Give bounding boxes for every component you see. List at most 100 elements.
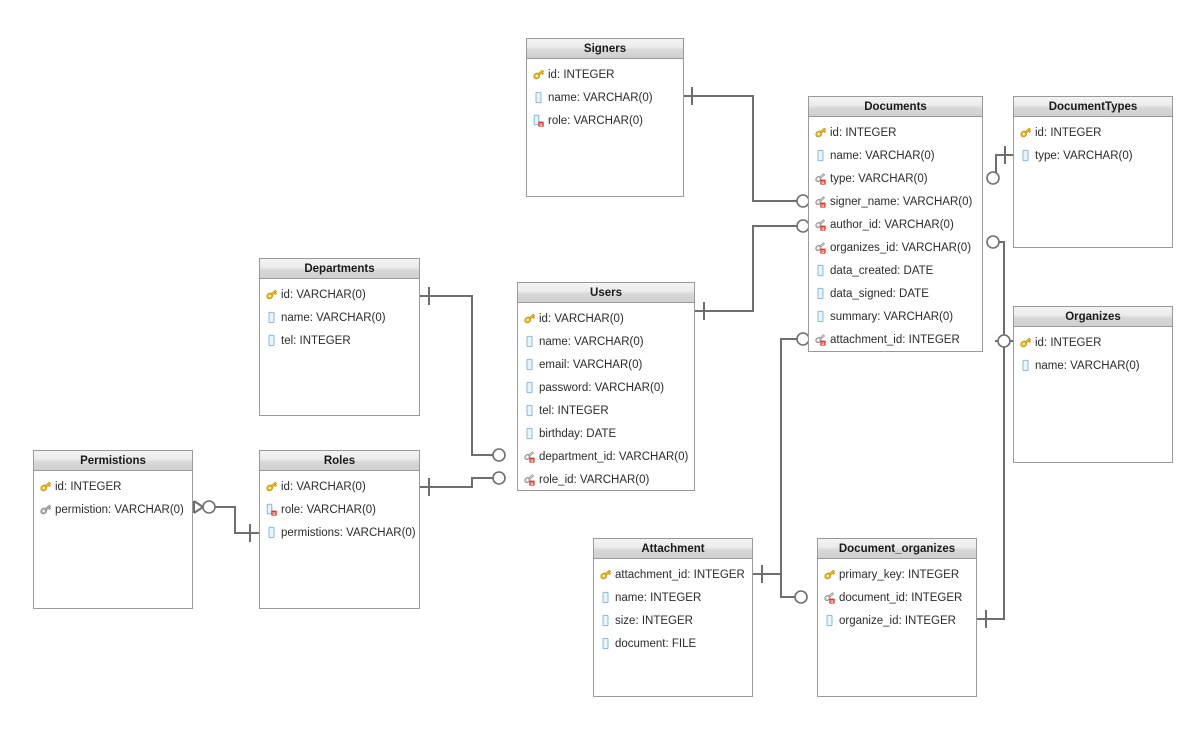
attribute-row[interactable]: data_signed: DATE bbox=[809, 282, 982, 305]
connector-documenttypes-documents[interactable] bbox=[986, 146, 1013, 185]
column-icon bbox=[523, 381, 536, 394]
attribute-label: attachment_id: INTEGER bbox=[830, 333, 960, 346]
column-icon bbox=[814, 310, 827, 323]
attribute-row[interactable]: size: INTEGER bbox=[594, 609, 752, 632]
svg-text:u: u bbox=[539, 122, 542, 127]
entity-attributes-users: id: VARCHAR(0)name: VARCHAR(0) email: VAR… bbox=[518, 303, 694, 491]
attribute-row[interactable]: permistions: VARCHAR(0) bbox=[260, 521, 419, 544]
svg-text:u: u bbox=[830, 599, 833, 604]
key-icon bbox=[265, 480, 278, 493]
attribute-label: tel: INTEGER bbox=[539, 404, 609, 417]
attribute-row[interactable]: id: INTEGER bbox=[34, 475, 192, 498]
attribute-row[interactable]: data_created: DATE bbox=[809, 259, 982, 282]
entity-signers[interactable]: Signers id: INTEGER name: VARCHAR(0) u role:… bbox=[526, 38, 684, 197]
svg-text:u: u bbox=[821, 249, 824, 254]
unique-column-icon: u bbox=[265, 503, 278, 516]
attribute-label: name: VARCHAR(0) bbox=[281, 311, 386, 324]
attribute-label: role_id: VARCHAR(0) bbox=[539, 473, 650, 486]
attribute-row[interactable]: id: VARCHAR(0) bbox=[518, 307, 694, 330]
attribute-row[interactable]: id: INTEGER bbox=[1014, 121, 1172, 144]
attribute-label: email: VARCHAR(0) bbox=[539, 358, 643, 371]
attribute-row[interactable]: name: VARCHAR(0) bbox=[809, 144, 982, 167]
attribute-label: id: VARCHAR(0) bbox=[281, 480, 366, 493]
attribute-label: password: VARCHAR(0) bbox=[539, 381, 665, 394]
connector-docorganizes-organizes[interactable] bbox=[977, 334, 1011, 628]
attribute-row[interactable]: id: VARCHAR(0) bbox=[260, 475, 419, 498]
attribute-label: role: VARCHAR(0) bbox=[548, 114, 643, 127]
attribute-row[interactable]: id: INTEGER bbox=[809, 121, 982, 144]
column-icon bbox=[523, 404, 536, 417]
column-icon bbox=[814, 264, 827, 277]
attribute-label: id: INTEGER bbox=[55, 480, 122, 493]
column-icon bbox=[1019, 149, 1032, 162]
column-icon bbox=[265, 311, 278, 324]
entity-title-documents: Documents bbox=[809, 97, 982, 117]
foreign-key-icon: u bbox=[823, 591, 836, 604]
connector-signers-documents[interactable] bbox=[684, 87, 810, 208]
attribute-row[interactable]: tel: INTEGER bbox=[260, 329, 419, 352]
attribute-row[interactable]: document: FILE bbox=[594, 632, 752, 655]
attribute-label: organizes_id: VARCHAR(0) bbox=[830, 241, 972, 254]
connector-roles-permistions[interactable] bbox=[193, 500, 259, 542]
attribute-label: permistion: VARCHAR(0) bbox=[55, 503, 184, 516]
attribute-row[interactable]: name: VARCHAR(0) bbox=[518, 330, 694, 353]
attribute-row[interactable]: organize_id: INTEGER bbox=[818, 609, 976, 632]
entity-permistions[interactable]: Permistions id: INTEGER permistion: VARCHA… bbox=[33, 450, 193, 609]
connector-attachment-documents[interactable] bbox=[753, 332, 810, 583]
svg-text:u: u bbox=[530, 458, 533, 463]
attribute-row[interactable]: birthday: DATE bbox=[518, 422, 694, 445]
attribute-row[interactable]: id: INTEGER bbox=[1014, 331, 1172, 354]
attribute-row[interactable]: password: VARCHAR(0) bbox=[518, 376, 694, 399]
entity-title-document_organizes: Document_organizes bbox=[818, 539, 976, 559]
attribute-row[interactable]: email: VARCHAR(0) bbox=[518, 353, 694, 376]
entity-title-users: Users bbox=[518, 283, 694, 303]
svg-text:u: u bbox=[272, 511, 275, 516]
foreign-key-icon: u bbox=[814, 333, 827, 346]
entity-users[interactable]: Users id: VARCHAR(0)name: VARCHAR(0) email… bbox=[517, 282, 695, 491]
key-icon bbox=[265, 288, 278, 301]
entity-title-signers: Signers bbox=[527, 39, 683, 59]
attribute-row[interactable]: type: VARCHAR(0) bbox=[1014, 144, 1172, 167]
attribute-row[interactable]: attachment_id: INTEGER bbox=[594, 563, 752, 586]
svg-text:u: u bbox=[821, 203, 824, 208]
connector-organizes-documents[interactable] bbox=[986, 235, 1013, 342]
attribute-row[interactable]: name: VARCHAR(0) bbox=[1014, 354, 1172, 377]
connector-users-documents[interactable] bbox=[695, 219, 810, 320]
entity-title-permistions: Permistions bbox=[34, 451, 192, 471]
attribute-label: name: INTEGER bbox=[615, 591, 702, 604]
attribute-row[interactable]: permistion: VARCHAR(0) bbox=[34, 498, 192, 521]
attribute-row[interactable]: tel: INTEGER bbox=[518, 399, 694, 422]
attribute-row[interactable]: summary: VARCHAR(0) bbox=[809, 305, 982, 328]
attribute-row[interactable]: u role: VARCHAR(0) bbox=[527, 109, 683, 132]
attribute-label: birthday: DATE bbox=[539, 427, 617, 440]
attribute-row[interactable]: name: VARCHAR(0) bbox=[527, 86, 683, 109]
connector-roles-users[interactable] bbox=[420, 471, 506, 496]
connector-departments-users[interactable] bbox=[420, 287, 506, 462]
attribute-label: data_created: DATE bbox=[830, 264, 934, 277]
attribute-row[interactable]: name: INTEGER bbox=[594, 586, 752, 609]
column-icon bbox=[814, 149, 827, 162]
attribute-row[interactable]: u organizes_id: VARCHAR(0) bbox=[809, 236, 982, 259]
attribute-label: name: VARCHAR(0) bbox=[548, 91, 653, 104]
attribute-row[interactable]: name: VARCHAR(0) bbox=[260, 306, 419, 329]
attribute-row[interactable]: id: VARCHAR(0) bbox=[260, 283, 419, 306]
connector-attachment-docorganizes[interactable] bbox=[780, 574, 808, 604]
attribute-row[interactable]: primary_key: INTEGER bbox=[818, 563, 976, 586]
attribute-row[interactable]: id: INTEGER bbox=[527, 63, 683, 86]
